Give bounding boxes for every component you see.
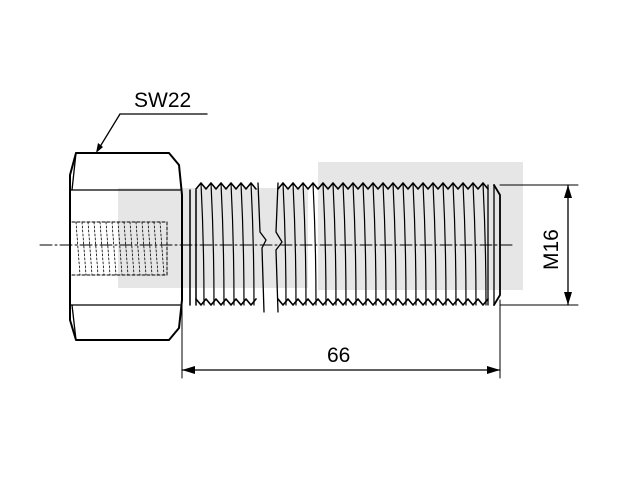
length-label: 66 xyxy=(327,344,350,367)
wrench-size-label: SW22 xyxy=(134,89,191,112)
hex-head xyxy=(69,152,183,341)
thread-dimension xyxy=(499,184,579,306)
watermark xyxy=(118,162,523,290)
threaded-shank xyxy=(189,182,501,313)
internal-thread xyxy=(71,221,168,276)
thread-label: M16 xyxy=(540,229,563,270)
wrench-size-leader xyxy=(96,113,208,153)
length-dimension xyxy=(181,299,501,379)
